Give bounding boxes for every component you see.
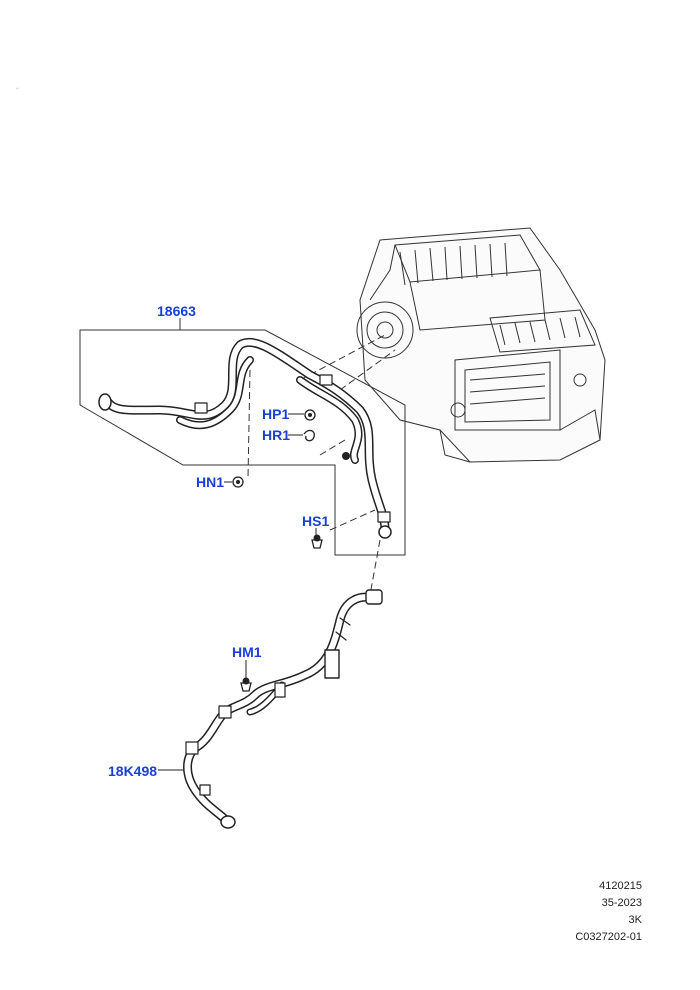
callout-hp1[interactable]: HP1 bbox=[262, 406, 290, 422]
info-line-1: 4120215 bbox=[599, 880, 642, 892]
fastener-hn1 bbox=[232, 476, 244, 488]
corner-mark: ⌐ bbox=[16, 86, 20, 92]
hvac-unit bbox=[356, 227, 606, 463]
callout-hs1[interactable]: HS1 bbox=[302, 513, 330, 529]
hose-18k498 bbox=[183, 589, 383, 829]
callout-18k498[interactable]: 18K498 bbox=[108, 763, 158, 779]
diagram-info-block: 4120215 35-2023 3K C0327202-01 bbox=[575, 878, 642, 946]
fastener-hs1 bbox=[311, 534, 323, 549]
callout-18663[interactable]: 18663 bbox=[157, 303, 196, 319]
info-line-4: C0327202-01 bbox=[575, 931, 642, 943]
hose-18663 bbox=[98, 337, 392, 539]
fastener-hp1 bbox=[304, 409, 316, 421]
callout-hr1[interactable]: HR1 bbox=[262, 427, 291, 443]
grommet bbox=[342, 452, 350, 460]
assembly-bracket-18663 bbox=[79, 329, 406, 556]
info-line-3: 3K bbox=[628, 914, 642, 926]
callout-leaders bbox=[158, 413, 317, 771]
info-line-2: 35-2023 bbox=[601, 897, 642, 909]
callout-hn1[interactable]: HN1 bbox=[196, 474, 225, 490]
fastener-hm1 bbox=[240, 677, 252, 692]
fastener-hr1 bbox=[303, 429, 315, 442]
callout-hm1[interactable]: HM1 bbox=[232, 644, 262, 660]
